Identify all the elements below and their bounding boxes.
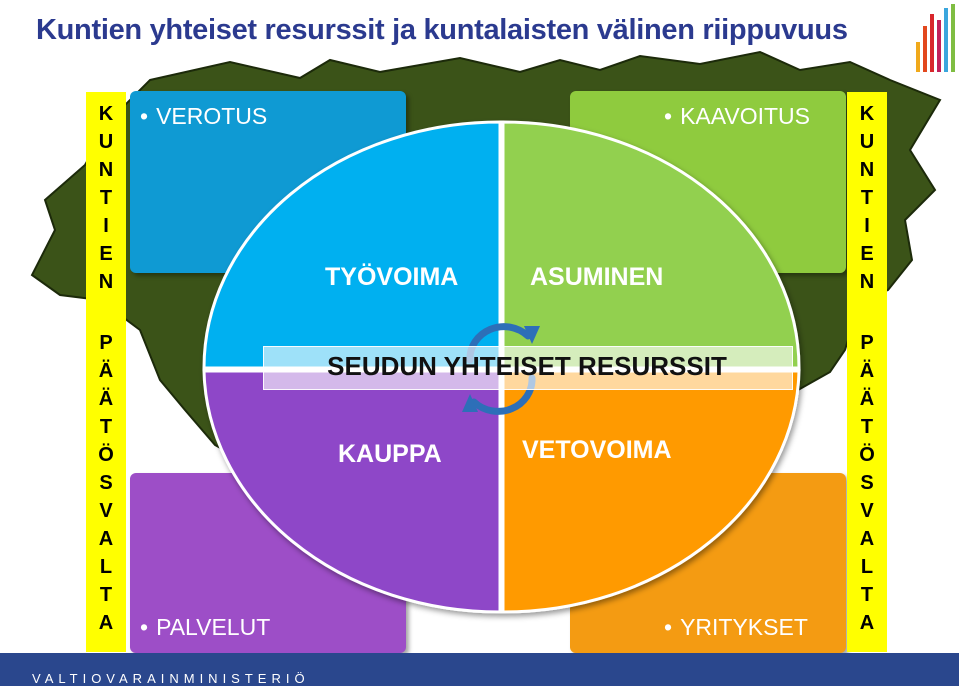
side-text-kuntien: K U N T I E N <box>99 100 113 296</box>
bullet: • <box>664 614 673 640</box>
footer-bar <box>0 653 959 686</box>
letter: Ä <box>98 360 114 382</box>
label-kaavoitus-text: KAAVOITUS <box>680 103 810 129</box>
quadrant-label-tyovoima: TYÖVOIMA <box>325 263 459 291</box>
letter: I <box>103 215 109 237</box>
letter: Ä <box>859 388 875 410</box>
letter: Ä <box>98 388 114 410</box>
letter: S <box>99 472 113 494</box>
ministry-logo-icon <box>916 4 955 72</box>
side-text-paatosvalta: P Ä Ä T Ö S V A L T A <box>859 329 875 637</box>
letter: A <box>859 528 875 550</box>
side-strip-right: K U N T I E N P Ä Ä T Ö S V A L T A <box>847 92 887 652</box>
bullet: • <box>140 614 149 640</box>
letter: V <box>99 500 113 522</box>
letter: I <box>864 215 870 237</box>
letter: T <box>99 416 113 438</box>
label-verotus: • VEROTUS <box>140 103 267 130</box>
label-yritykset-text: YRITYKSET <box>680 614 808 640</box>
bullet: • <box>664 103 673 129</box>
letter: U <box>98 131 114 153</box>
letter: P <box>860 332 874 354</box>
letter: Ä <box>859 360 875 382</box>
letter: N <box>98 159 114 181</box>
center-label: SEUDUN YHTEISET RESURSSIT <box>327 351 727 381</box>
bullet: • <box>140 103 149 129</box>
letter: E <box>99 243 113 265</box>
letter: V <box>860 500 874 522</box>
letter: T <box>860 584 874 606</box>
letter: A <box>98 528 114 550</box>
letter: T <box>99 584 113 606</box>
center-banner <box>263 346 793 390</box>
letter: Ö <box>859 444 875 466</box>
letter: N <box>859 159 875 181</box>
letter: A <box>98 612 114 634</box>
quadrant-tyovoima <box>202 120 502 370</box>
letter: L <box>99 556 113 578</box>
letter: S <box>860 472 874 494</box>
letter: L <box>860 556 874 578</box>
letter: E <box>860 243 874 265</box>
quadrant-vetovoima <box>501 369 801 614</box>
side-text-kuntien: K U N T I E N <box>860 100 874 296</box>
letter: U <box>859 131 875 153</box>
label-palvelut: • PALVELUT <box>140 614 270 641</box>
letter: K <box>98 103 114 125</box>
side-text-paatosvalta: P Ä Ä T Ö S V A L T A <box>98 329 114 637</box>
page-title: Kuntien yhteiset resurssit ja kuntalaist… <box>36 14 848 46</box>
quadrant-label-kauppa: KAUPPA <box>338 440 442 468</box>
letter: K <box>859 103 875 125</box>
label-verotus-text: VEROTUS <box>156 103 268 129</box>
letter: N <box>859 271 875 293</box>
letter: T <box>860 187 874 209</box>
letter: Ö <box>98 444 114 466</box>
letter: A <box>859 612 875 634</box>
letter: N <box>98 271 114 293</box>
letter: T <box>860 416 874 438</box>
letter: P <box>99 332 113 354</box>
letter: T <box>99 187 113 209</box>
side-strip-left: K U N T I E N P Ä Ä T Ö S V A L T A <box>86 92 126 652</box>
quadrant-asuminen <box>501 120 801 370</box>
label-kaavoitus: • KAAVOITUS <box>664 103 810 130</box>
label-palvelut-text: PALVELUT <box>156 614 271 640</box>
footer-ministry-name: VALTIOVARAINMINISTERIÖ <box>32 671 310 686</box>
quadrant-label-asuminen: ASUMINEN <box>530 263 664 291</box>
quadrant-label-vetovoima: VETOVOIMA <box>522 436 672 464</box>
label-yritykset: • YRITYKSET <box>664 614 808 641</box>
quadrant-kauppa <box>202 369 502 614</box>
